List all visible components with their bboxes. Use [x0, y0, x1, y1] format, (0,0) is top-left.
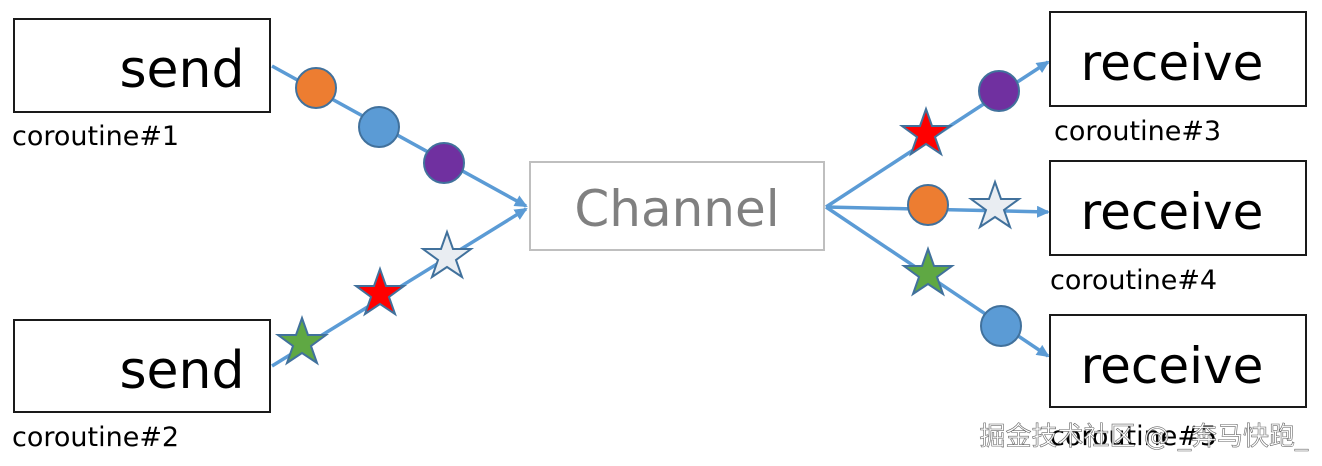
channel-box: [529, 161, 825, 251]
message-star-red-1: [352, 265, 408, 317]
watermark-text: 掘金技术社区 @ _奔马快跑_: [979, 422, 1309, 452]
send-label-2: send: [119, 341, 244, 401]
message-circle-purple-2: [978, 70, 1020, 112]
receive-label-4: receive: [1081, 183, 1264, 241]
send-box-1: [13, 18, 271, 113]
coroutine-label-2: coroutine#2: [12, 422, 179, 453]
receive-box-4: [1049, 160, 1307, 256]
message-star-white-2: [967, 178, 1023, 230]
send-label-1: send: [119, 40, 244, 100]
message-star-green-2: [900, 245, 956, 297]
message-circle-orange-1: [295, 67, 337, 109]
message-star-green-1: [274, 314, 330, 366]
coroutine-label-4: coroutine#4: [1050, 265, 1217, 296]
message-star-red-2: [898, 105, 954, 157]
channel-label: Channel: [574, 180, 779, 238]
coroutine-label-1: coroutine#1: [12, 121, 179, 152]
coroutine-label-5: coroutine#5: [1050, 421, 1217, 452]
message-star-white-1: [419, 228, 475, 280]
coroutine-label-3: coroutine#3: [1054, 116, 1221, 147]
message-circle-orange-2: [907, 184, 949, 226]
message-circle-purple-1: [423, 142, 465, 184]
receive-label-3: receive: [1081, 34, 1264, 92]
receive-box-3: [1049, 11, 1307, 107]
send-box-2: [13, 319, 271, 413]
message-circle-blue-2: [980, 305, 1022, 347]
message-circle-blue-1: [358, 106, 400, 148]
receive-box-5: [1049, 314, 1307, 408]
receive-label-5: receive: [1081, 337, 1264, 395]
